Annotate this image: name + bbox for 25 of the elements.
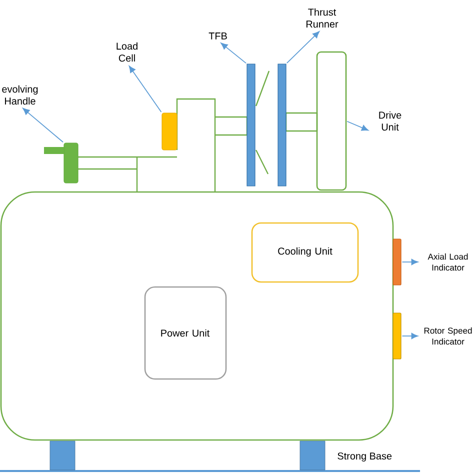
indicator-label: Rotor Speed Indicator <box>424 327 472 345</box>
bearing-plate <box>246 64 256 186</box>
base-label: Strong Base <box>338 452 392 462</box>
part-label: Drive Unit <box>379 111 402 131</box>
drive-unit-box <box>316 51 347 191</box>
arrow <box>128 66 162 112</box>
indicator-label: Axial Load Indicator <box>428 253 468 271</box>
runner-plate <box>278 64 286 186</box>
arrow <box>402 332 418 340</box>
part-label: evolving Handle <box>2 85 38 105</box>
indicator-bar <box>392 312 402 360</box>
part-label: Load Cell <box>116 42 138 62</box>
arrow <box>286 31 320 64</box>
cooling-unit-box: Cooling Unit <box>251 222 359 283</box>
handle-drawing <box>44 142 78 184</box>
load-cell-bar <box>162 112 178 150</box>
part-label: Thrust Runner <box>306 8 338 28</box>
arrow <box>346 120 368 131</box>
part-label: TFB <box>208 32 227 40</box>
machine-body <box>0 191 394 441</box>
arrow <box>22 108 64 143</box>
arrow <box>220 42 246 64</box>
power-unit-box: Power Unit <box>144 286 227 380</box>
indicator-bar <box>392 238 402 286</box>
arrow <box>402 258 418 266</box>
